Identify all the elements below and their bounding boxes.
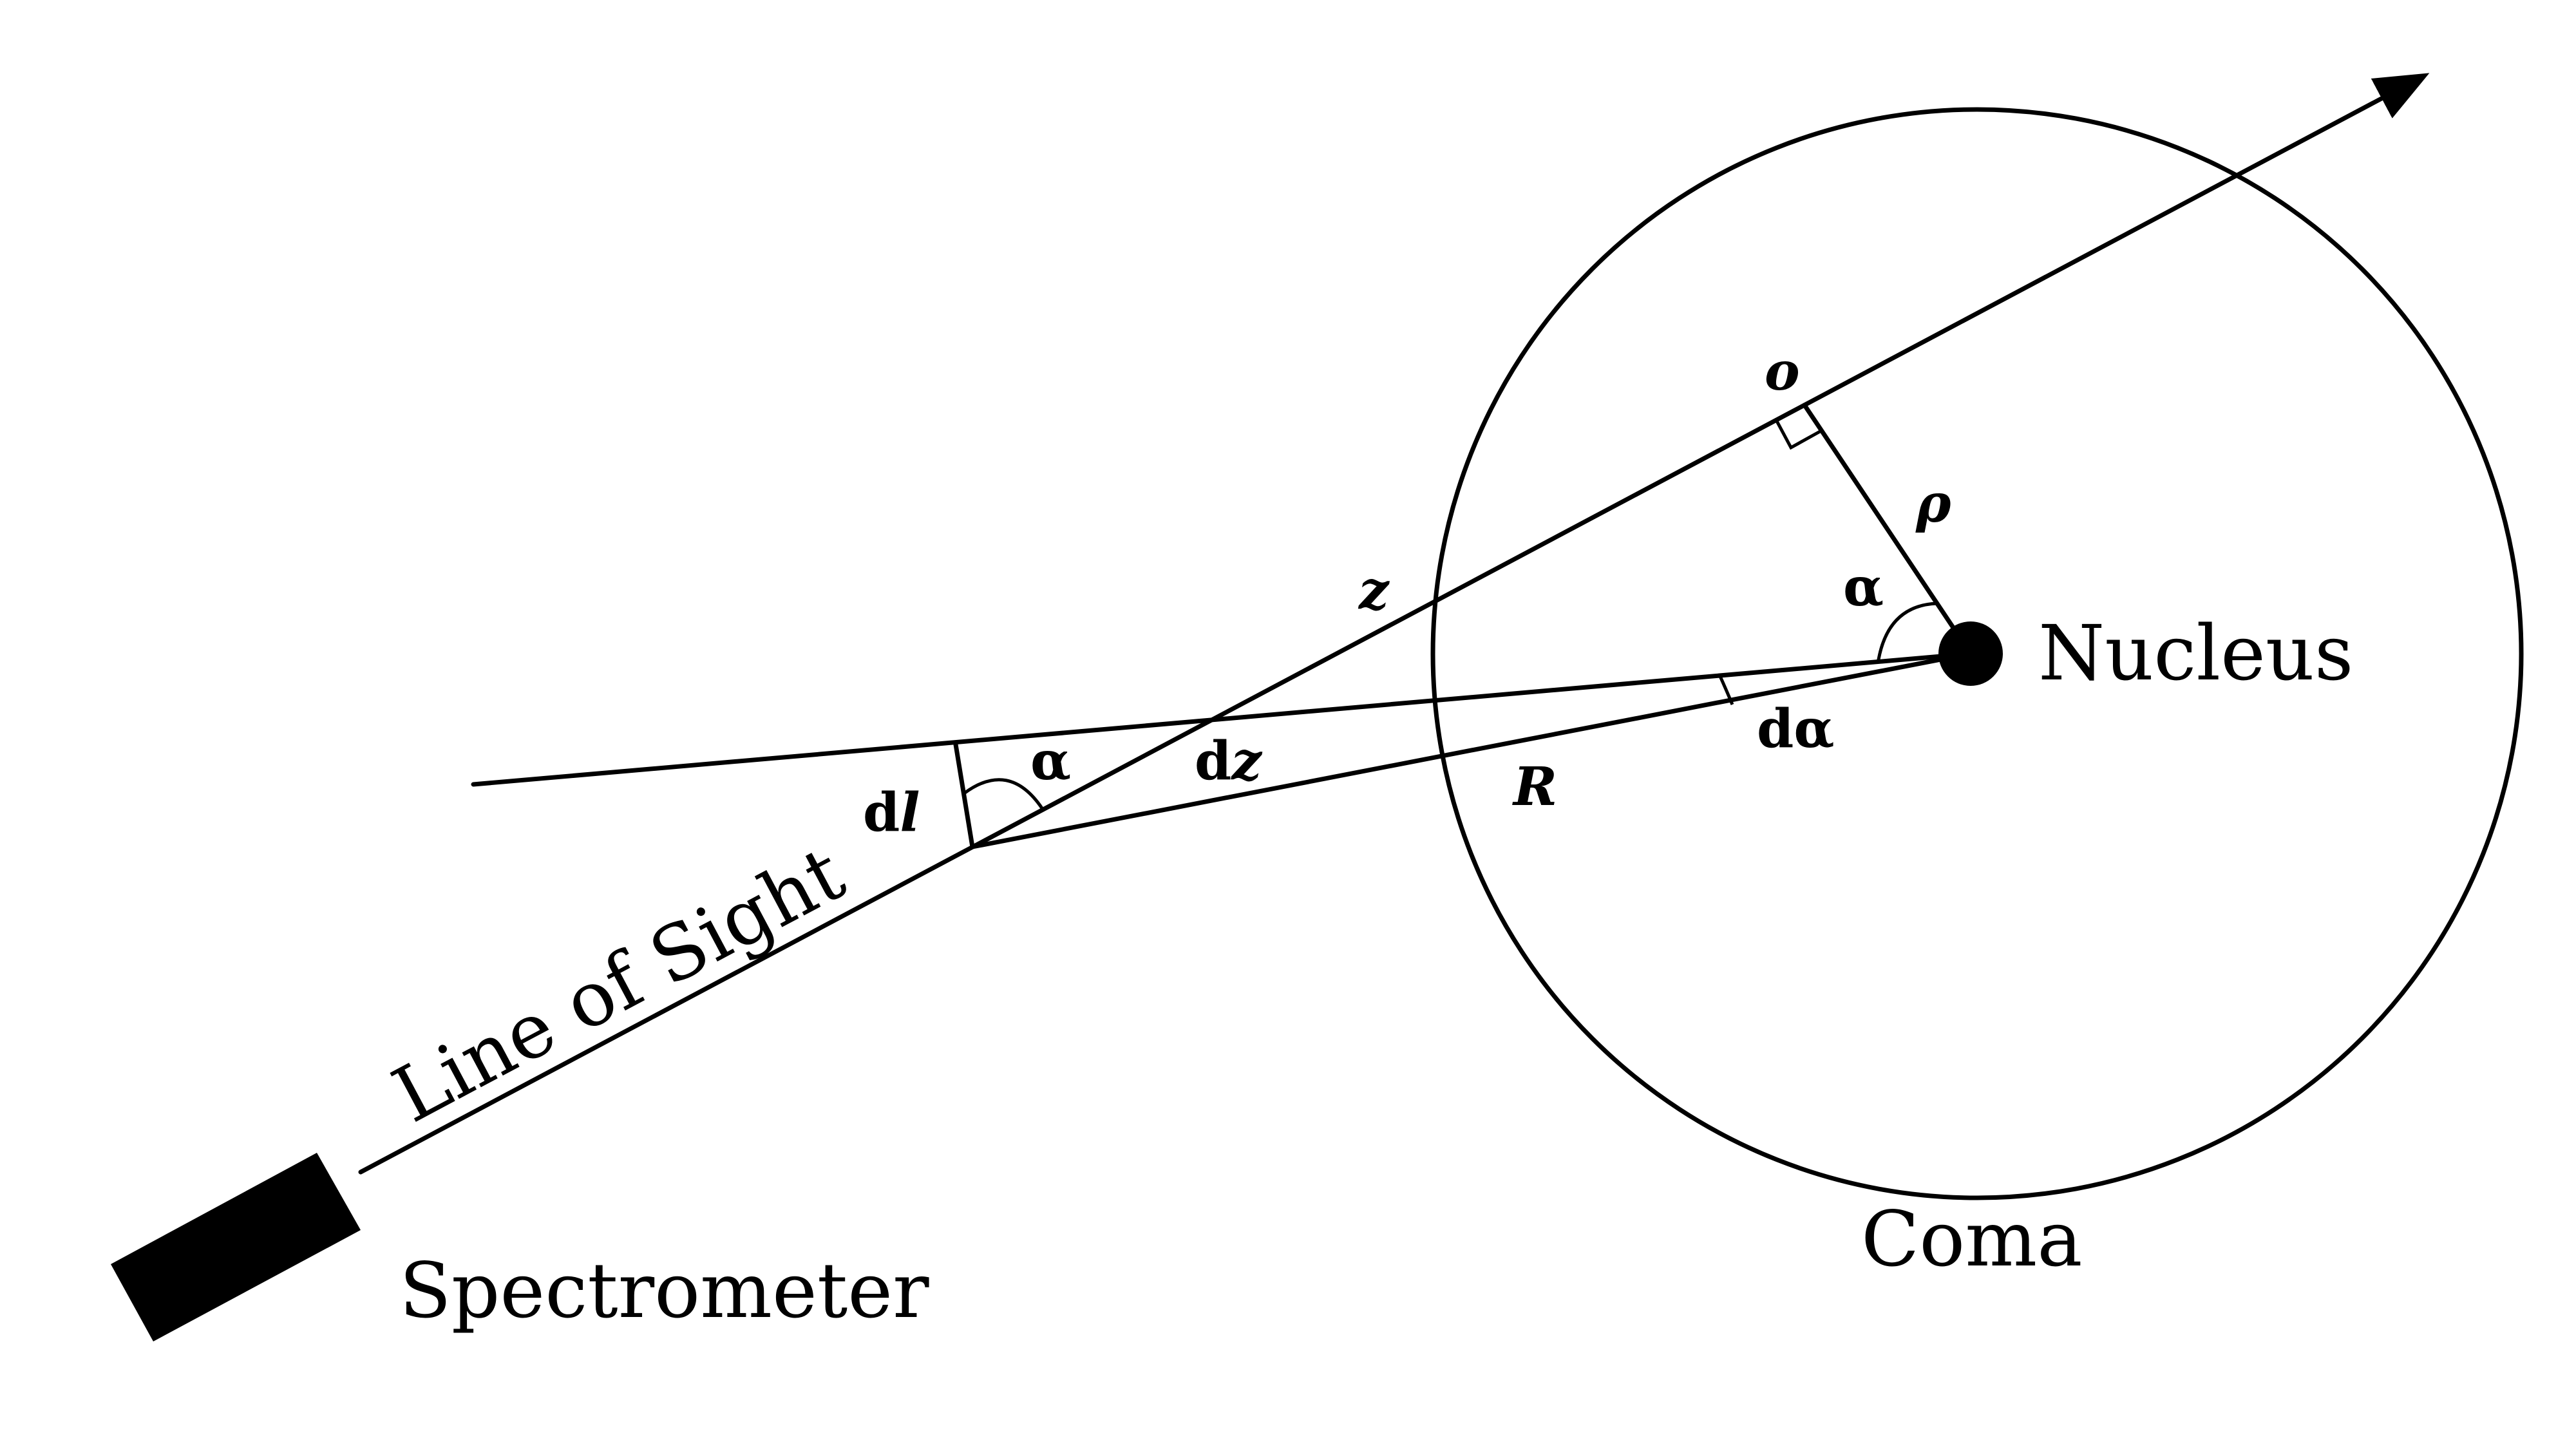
dalpha-label: dα xyxy=(1757,698,1834,760)
nucleus-dot xyxy=(1938,621,2003,686)
dl-segment xyxy=(953,742,975,849)
spectrometer-label: Spectrometer xyxy=(399,1246,929,1335)
spectrometer-box xyxy=(111,1153,361,1341)
alpha-element-label: α xyxy=(1030,730,1071,792)
radius-line-R xyxy=(970,651,1973,849)
alpha-nucleus-label: α xyxy=(1843,556,1884,618)
coma-circle xyxy=(1430,107,2524,1200)
impact-parameter-rho xyxy=(1802,402,1973,656)
dl-var: l xyxy=(900,782,920,844)
alpha-arc-element xyxy=(963,778,1044,810)
right-angle-marker xyxy=(1774,419,1821,450)
line-of-sight xyxy=(358,73,2430,1175)
dz-label: dz xyxy=(1195,730,1262,792)
o-label: o xyxy=(1765,341,1800,402)
line-of-sight-label: Line of Sight xyxy=(379,829,858,1140)
dz-var: z xyxy=(1230,730,1262,792)
alpha-arc-nucleus xyxy=(1876,601,1938,664)
coma-label: Coma xyxy=(1861,1195,2083,1283)
rho-label: ρ xyxy=(1915,473,1951,535)
z-label: z xyxy=(1358,560,1390,621)
R-label: R xyxy=(1512,756,1557,818)
dl-prefix: d xyxy=(863,782,900,844)
dalpha-arc xyxy=(1718,674,1734,705)
dz-prefix: d xyxy=(1195,730,1231,792)
dl-label: dl xyxy=(863,782,920,844)
nucleus-label: Nucleus xyxy=(2038,609,2353,697)
